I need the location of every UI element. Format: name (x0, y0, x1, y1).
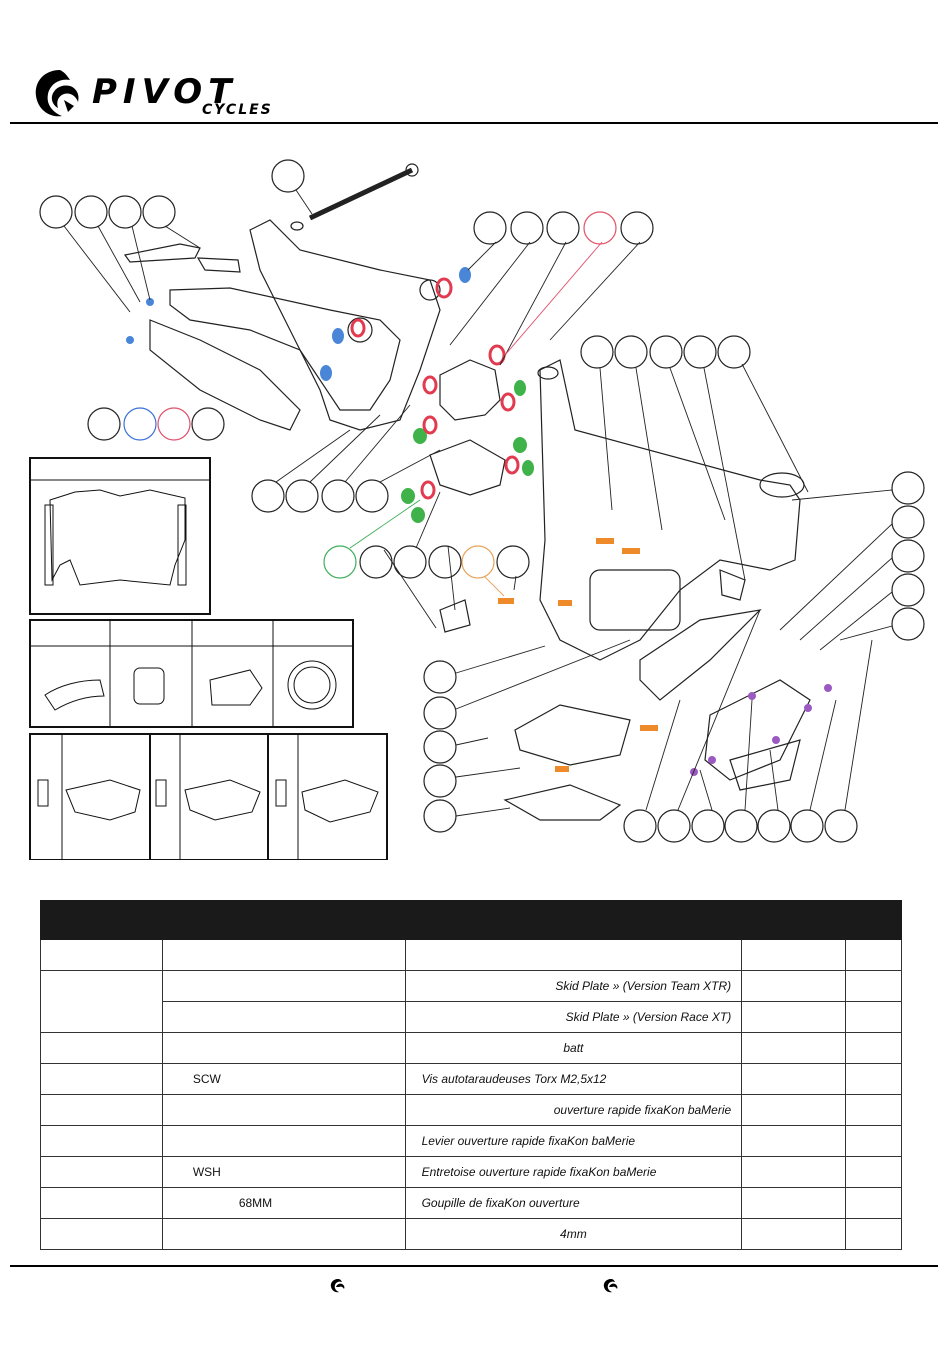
upper-link (439, 359, 501, 421)
part-code: SCW (161, 1063, 406, 1095)
part-description: Levier ouverture rapide fixaKon baMerie (404, 1125, 743, 1157)
lower-link (429, 439, 506, 496)
colored-hardware (126, 267, 832, 776)
part-code (161, 1094, 406, 1126)
part-code (161, 1032, 406, 1064)
main-frame (537, 359, 805, 661)
part-description: ouverture rapide fixaKon baMerie (404, 1094, 743, 1126)
part-description (404, 939, 743, 971)
leader-lines (63, 189, 893, 817)
skid-plate (503, 784, 622, 821)
part-code (161, 1001, 406, 1033)
inset-covers (29, 733, 388, 860)
swingarm (149, 219, 441, 431)
brand-subtitle: CYCLES (202, 102, 273, 118)
inset-downtube-protector (29, 457, 211, 615)
vent-cover (729, 739, 801, 791)
table-row: Levier ouverture rapide fixaKon baMerie (40, 1125, 902, 1157)
pivot-logo-icon (603, 1279, 618, 1293)
table-row: SCW Vis autotaraudeuses Torx M2,5x12 (40, 1063, 902, 1095)
part-code (161, 970, 406, 1002)
header-rule (10, 122, 938, 124)
part-code (161, 1125, 406, 1157)
part-description: batt (404, 1032, 743, 1064)
part-description: Skid Plate » (Version Race XT) (404, 1001, 743, 1033)
table-row: Skid Plate » (Version Team XTR) (40, 970, 902, 1033)
callout-circles (39, 159, 925, 843)
pivot-logo-icon (330, 1279, 345, 1293)
footer-rule (10, 1265, 938, 1267)
battery-cover (704, 679, 811, 781)
part-code: WSH (161, 1156, 406, 1188)
seatstay-guard (196, 257, 241, 273)
parts-table: Skid Plate » (Version Team XTR) Skid Pla… (40, 900, 902, 1250)
rear-axle (290, 163, 419, 231)
table-row: ouverture rapide fixaKon baMerie (40, 1094, 902, 1126)
brand-wordmark: PIVOT (92, 72, 238, 112)
chainstay-guard (123, 243, 201, 263)
inset-small-parts (29, 619, 354, 728)
pivot-swirl-icon (35, 70, 79, 117)
pivot-cycles-logo: PIVOT CYCLES (30, 66, 320, 122)
table-header-row (40, 900, 902, 940)
table-row: WSH Entretoise ouverture rapide fixaKon … (40, 1156, 902, 1188)
downtube-guard (514, 704, 631, 766)
part-description: 4mm (404, 1218, 743, 1250)
part-description: Goupille de fixaKon ouverture (404, 1187, 743, 1219)
part-code (161, 1218, 406, 1250)
table-row: batt (40, 1032, 902, 1064)
table-row (40, 939, 902, 971)
part-description: Skid Plate » (Version Team XTR) (404, 970, 743, 1002)
part-description: Vis autotaraudeuses Torx M2,5x12 (404, 1063, 743, 1095)
part-code: 68MM (161, 1187, 406, 1219)
cable-guide (639, 609, 762, 701)
part-description: Entretoise ouverture rapide fixaKon baMe… (404, 1156, 743, 1188)
table-row: 4mm (40, 1218, 902, 1250)
table-row: Skid Plate » (Version Race XT) (41, 1001, 902, 1033)
part-code (161, 939, 406, 971)
exploded-frame-diagram (29, 159, 925, 860)
table-row: 68MM Goupille de fixaKon ouverture (40, 1187, 902, 1219)
chain-guide (439, 599, 471, 633)
